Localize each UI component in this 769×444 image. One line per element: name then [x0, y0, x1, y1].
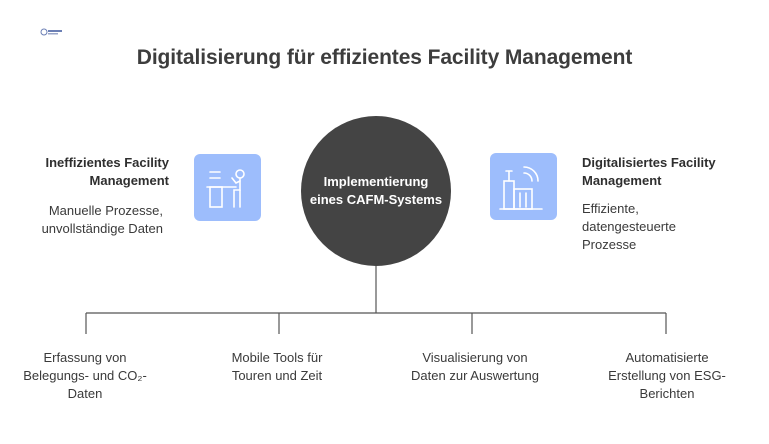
- page-title: Digitalisierung für effizientes Facility…: [136, 46, 633, 69]
- brand-logo: [40, 28, 62, 36]
- branch-4-line3: Berichten: [639, 386, 695, 401]
- branch-2-line2: Touren und Zeit: [231, 368, 323, 383]
- branch-2-line1: Mobile Tools für: [231, 350, 323, 365]
- smart-building-icon: [499, 166, 543, 210]
- branch-label-3: Visualisierung von Daten zur Auswertung: [395, 349, 555, 385]
- left-description: Manuelle Prozesse, unvollständige Daten: [3, 202, 163, 238]
- right-icon-box: [490, 153, 557, 220]
- left-title-line2: Management: [89, 173, 169, 188]
- right-desc-line2: datengesteuerte: [582, 219, 676, 234]
- branch-3-line2: Daten zur Auswertung: [411, 368, 539, 383]
- left-desc-line1: Manuelle Prozesse,: [48, 203, 163, 218]
- right-desc-line1: Effiziente,: [582, 201, 639, 216]
- right-desc-line3: Prozesse: [582, 237, 637, 252]
- right-title-line2: Management: [582, 173, 662, 188]
- branch-3-line1: Visualisierung von: [422, 350, 528, 365]
- branch-4-line1: Automatisierte: [625, 350, 709, 365]
- center-line2: eines CAFM-Systems: [309, 192, 443, 207]
- branch-label-1: Erfassung von Belegungs- und CO₂- Daten: [10, 349, 160, 403]
- branch-label-4: Automatisierte Erstellung von ESG- Beric…: [592, 349, 742, 403]
- left-icon-box: [194, 154, 261, 221]
- left-title: Ineffizientes Facility Management: [9, 154, 169, 190]
- right-title: Digitalisiertes Facility Management: [582, 154, 762, 190]
- desk-person-icon: [206, 169, 245, 208]
- branch-1-line2: Belegungs- und CO₂-: [23, 368, 147, 383]
- right-description: Effiziente, datengesteuerte Prozesse: [582, 200, 752, 254]
- right-title-line1: Digitalisiertes Facility: [582, 155, 716, 170]
- branch-label-2: Mobile Tools für Touren und Zeit: [212, 349, 342, 385]
- left-title-line1: Ineffizientes Facility: [45, 155, 169, 170]
- left-desc-line2: unvollständige Daten: [41, 221, 163, 236]
- center-node: Implementierung eines CAFM-Systems: [301, 116, 451, 266]
- center-line1: Implementierung: [323, 174, 429, 189]
- branch-4-line2: Erstellung von ESG-: [608, 368, 726, 383]
- branch-1-line3: Daten: [67, 386, 103, 401]
- branch-1-line1: Erfassung von: [43, 350, 127, 365]
